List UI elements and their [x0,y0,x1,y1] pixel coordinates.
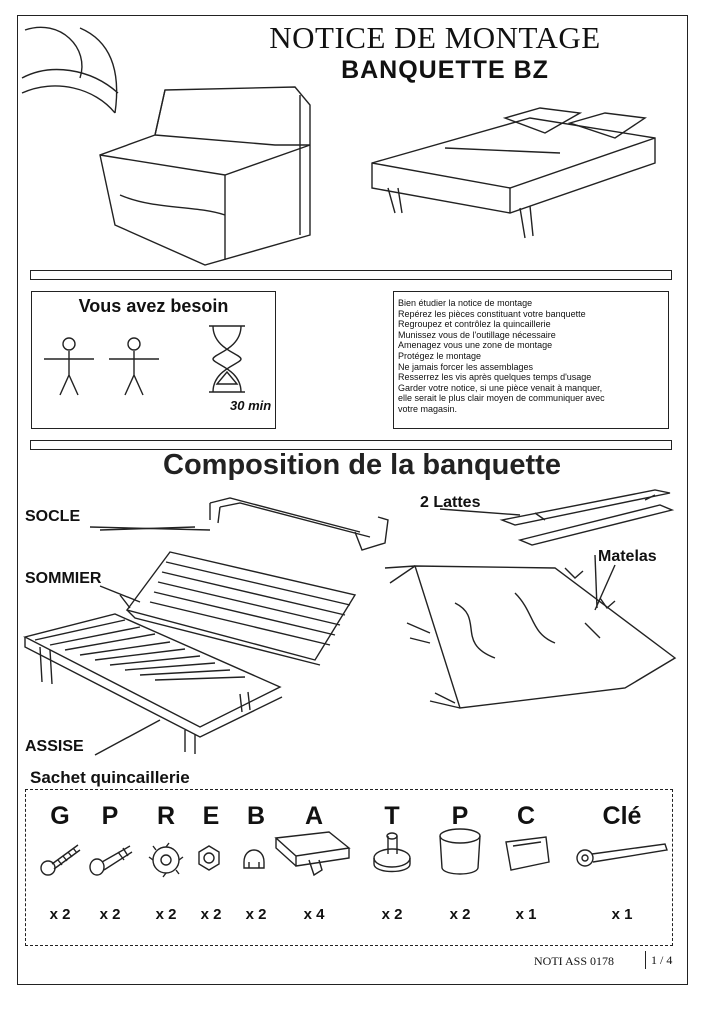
needs-title: Vous avez besoin [78,296,229,316]
person-icon [109,337,159,396]
instruction-item: Ne jamais forcer les assemblages [398,361,534,372]
hardware-letter: Clé [602,802,642,830]
banquette-closed-illustration [99,86,311,266]
hardware-quantity: x 2 [99,906,121,923]
hardware-letter: P [101,802,119,830]
composition-title: Composition de la banquette [163,449,561,481]
document-reference: NOTI ASS 0178 [534,954,615,968]
instruction-item: Protégez le montage [398,350,482,361]
hardware-letter: A [304,802,324,830]
instruction-item: elle serait le plus clair moyen de commu… [398,393,605,404]
hardware-quantity: x 1 [611,906,633,923]
banquette-open-illustration [371,107,656,239]
instruction-item: Regroupez et contrôlez la quincaillerie [398,319,551,330]
brand-logo-icon [21,26,119,114]
needs-box: Vous avez besoin 30 min [31,291,276,429]
instruction-item: Garder votre notice, si une pièce venait… [398,382,603,393]
person-icon [44,337,94,396]
hardware-quantity: x 2 [381,906,403,923]
foot-pad-icon [372,832,411,873]
product-name: BANQUETTE BZ [341,56,549,84]
matelas-illustration [384,554,677,709]
hardware-letter: G [50,802,70,830]
bolt-icon [88,845,132,876]
socle-label: SOCLE [25,508,81,525]
hardware-letter: E [202,802,220,830]
wrench-icon [575,843,668,867]
instruction-item: Repérez les pièces constituant votre ban… [398,308,586,319]
cup-icon [438,828,481,875]
hardware-letter: T [384,802,400,830]
sommier-illustration [119,551,357,666]
serrated-washer-icon [148,842,183,878]
matelas-label: Matelas [598,548,657,565]
document-title: NOTICE DE MONTAGE [269,20,601,55]
section-divider [30,440,672,450]
nut-icon [197,845,220,871]
lattes-illustration [499,489,675,546]
page-frame [17,15,688,985]
sommier-label: SOMMIER [25,570,102,587]
hardware-letter: P [451,802,469,830]
lattes-label: 2 Lattes [420,494,481,511]
instruction-item: Amenagez vous une zone de montage [398,340,553,351]
hardware-quantity: x 2 [449,906,471,923]
instruction-item: Resserrez les vis après quelques temps d… [398,372,592,383]
assise-illustration [23,613,283,754]
hardware-letter: B [246,802,266,830]
hardware-quantity: x 1 [515,906,537,923]
bracket-icon [274,831,351,877]
instruction-item: Bien étudier la notice de montage [398,298,533,308]
hardware-letter: C [516,802,536,830]
assise-label: ASSISE [25,738,84,755]
hardware-quantity: x 2 [49,906,71,923]
screw-icon [39,844,80,876]
instruction-item: votre magasin. [398,403,458,414]
hardware-quantity: x 2 [155,906,177,923]
instruction-item: Munissez vous de l'outillage nécessaire [398,329,556,340]
hardware-letter: R [156,802,176,830]
hardware-quantity: x 2 [245,906,267,923]
cap-nut-icon [242,849,265,869]
instructions-box [393,291,669,429]
hardware-quantity: x 2 [200,906,222,923]
duration-label: 30 min [230,398,272,413]
hardware-title: Sachet quincaillerie [30,768,190,787]
page-number: 1 / 4 [645,951,672,969]
clip-icon [505,836,550,871]
hourglass-icon [209,325,245,393]
section-divider [30,270,672,280]
hardware-quantity: x 4 [303,906,325,923]
